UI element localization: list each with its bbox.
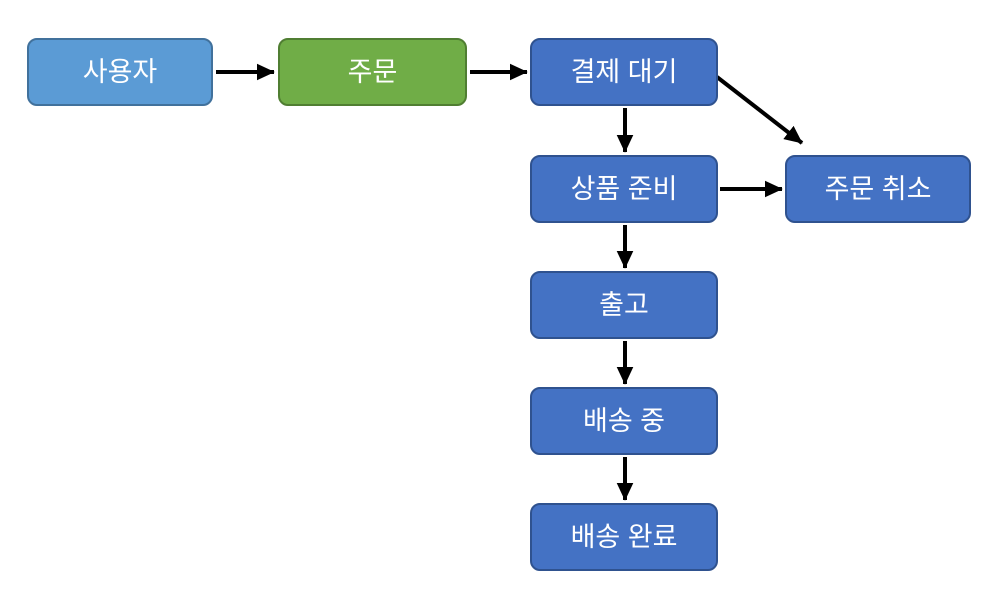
node-in-delivery: 배송 중 bbox=[530, 387, 718, 455]
node-delivery-complete: 배송 완료 bbox=[530, 503, 718, 571]
node-delivery-complete-label: 배송 완료 bbox=[570, 521, 678, 552]
arrow-payment-pending-to-order-cancelled bbox=[715, 75, 804, 145]
node-order: 주문 bbox=[278, 38, 467, 106]
node-shipped-out: 출고 bbox=[530, 271, 718, 339]
node-order-cancelled: 주문 취소 bbox=[785, 155, 971, 223]
node-shipped-out-label: 출고 bbox=[599, 289, 649, 320]
node-order-cancelled-label: 주문 취소 bbox=[824, 173, 932, 204]
node-payment-pending: 결제 대기 bbox=[530, 38, 718, 106]
node-item-preparing: 상품 준비 bbox=[530, 155, 718, 223]
node-order-label: 주문 bbox=[347, 56, 398, 87]
node-in-delivery-label: 배송 중 bbox=[582, 405, 666, 436]
node-user-label: 사용자 bbox=[82, 56, 158, 87]
node-item-preparing-label: 상품 준비 bbox=[570, 173, 678, 204]
node-payment-pending-label: 결제 대기 bbox=[570, 56, 678, 87]
node-user: 사용자 bbox=[27, 38, 213, 106]
